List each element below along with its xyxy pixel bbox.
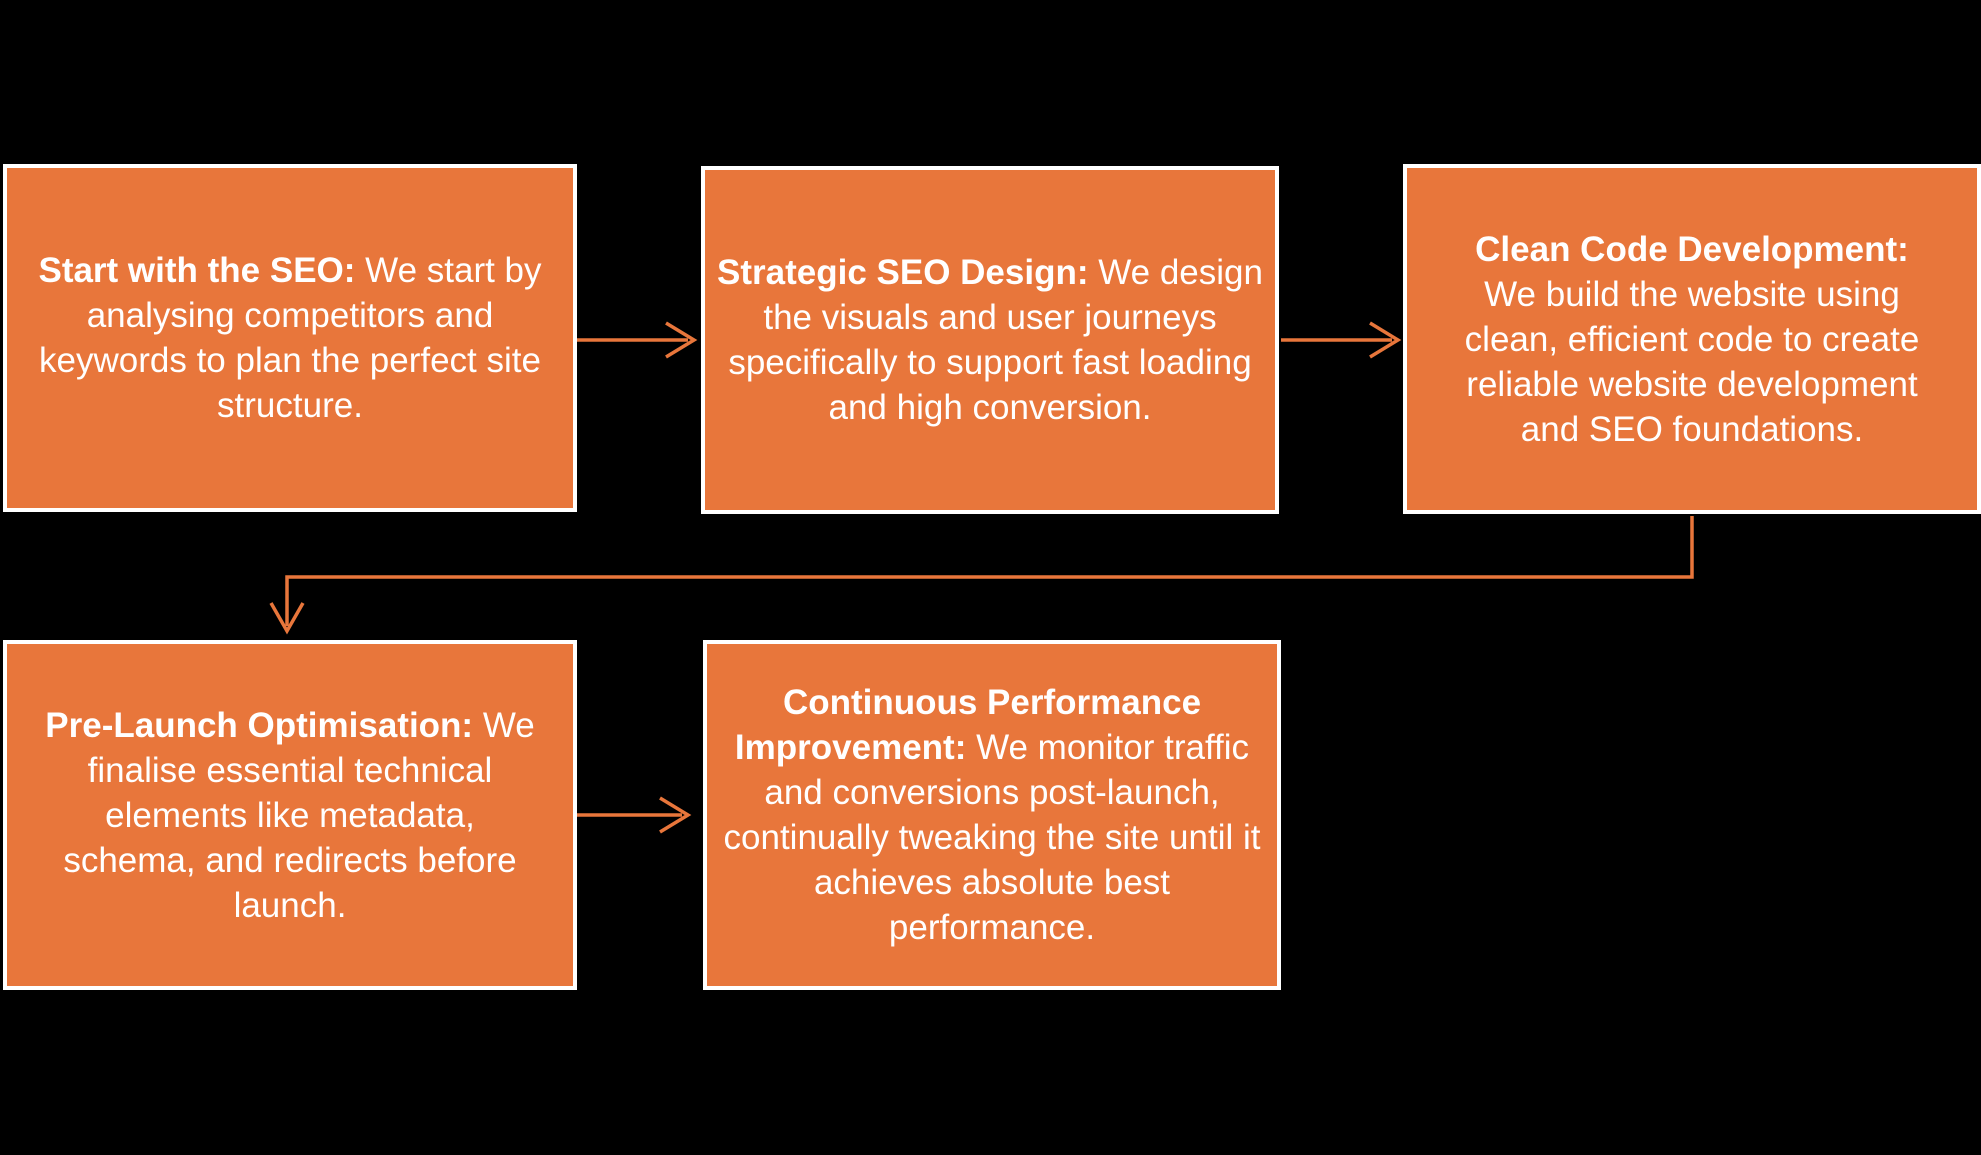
step-title-5: Continuous Performance Improvement: — [734, 683, 1202, 767]
arrow-step2-to-step3 — [1281, 321, 1402, 359]
step-text-2: Strategic SEO Design: We design the visu… — [716, 250, 1264, 430]
step-body-2: We design the visuals and user journeys … — [728, 253, 1263, 427]
step-box-3: Clean Code Development: We build the web… — [1403, 164, 1981, 514]
step-text-4: Pre-Launch Optimisation: We finalise ess… — [42, 703, 538, 928]
step-text-1: Start with the SEO: We start by analysin… — [19, 248, 561, 428]
step-box-4: Pre-Launch Optimisation: We finalise ess… — [3, 640, 577, 990]
step-box-1: Start with the SEO: We start by analysin… — [3, 164, 577, 512]
step-body-3: We build the website using clean, effici… — [1464, 274, 1920, 449]
step-body-5: We monitor traffic and conversions post-… — [723, 728, 1261, 947]
step-text-3: Clean Code Development: We build the web… — [1445, 227, 1939, 452]
step-title-1: Start with the SEO: — [38, 251, 356, 290]
step-title-4: Pre-Launch Optimisation: — [45, 705, 474, 745]
arrow-step1-to-step2 — [577, 321, 698, 359]
step-text-5: Continuous Performance Improvement: We m… — [718, 680, 1266, 950]
step-box-2: Strategic SEO Design: We design the visu… — [701, 166, 1279, 514]
step-title-3: Clean Code Development: — [1475, 229, 1909, 269]
arrow-step4-to-step5 — [577, 796, 692, 834]
arrow-step3-to-step4-elbow — [269, 516, 1694, 635]
step-box-5: Continuous Performance Improvement: We m… — [703, 640, 1281, 990]
step-body-1: We start by analysing competitors and ke… — [39, 251, 542, 425]
step-body-4: We finalise essential technical elements… — [63, 705, 535, 925]
step-title-2: Strategic SEO Design: — [717, 253, 1089, 292]
